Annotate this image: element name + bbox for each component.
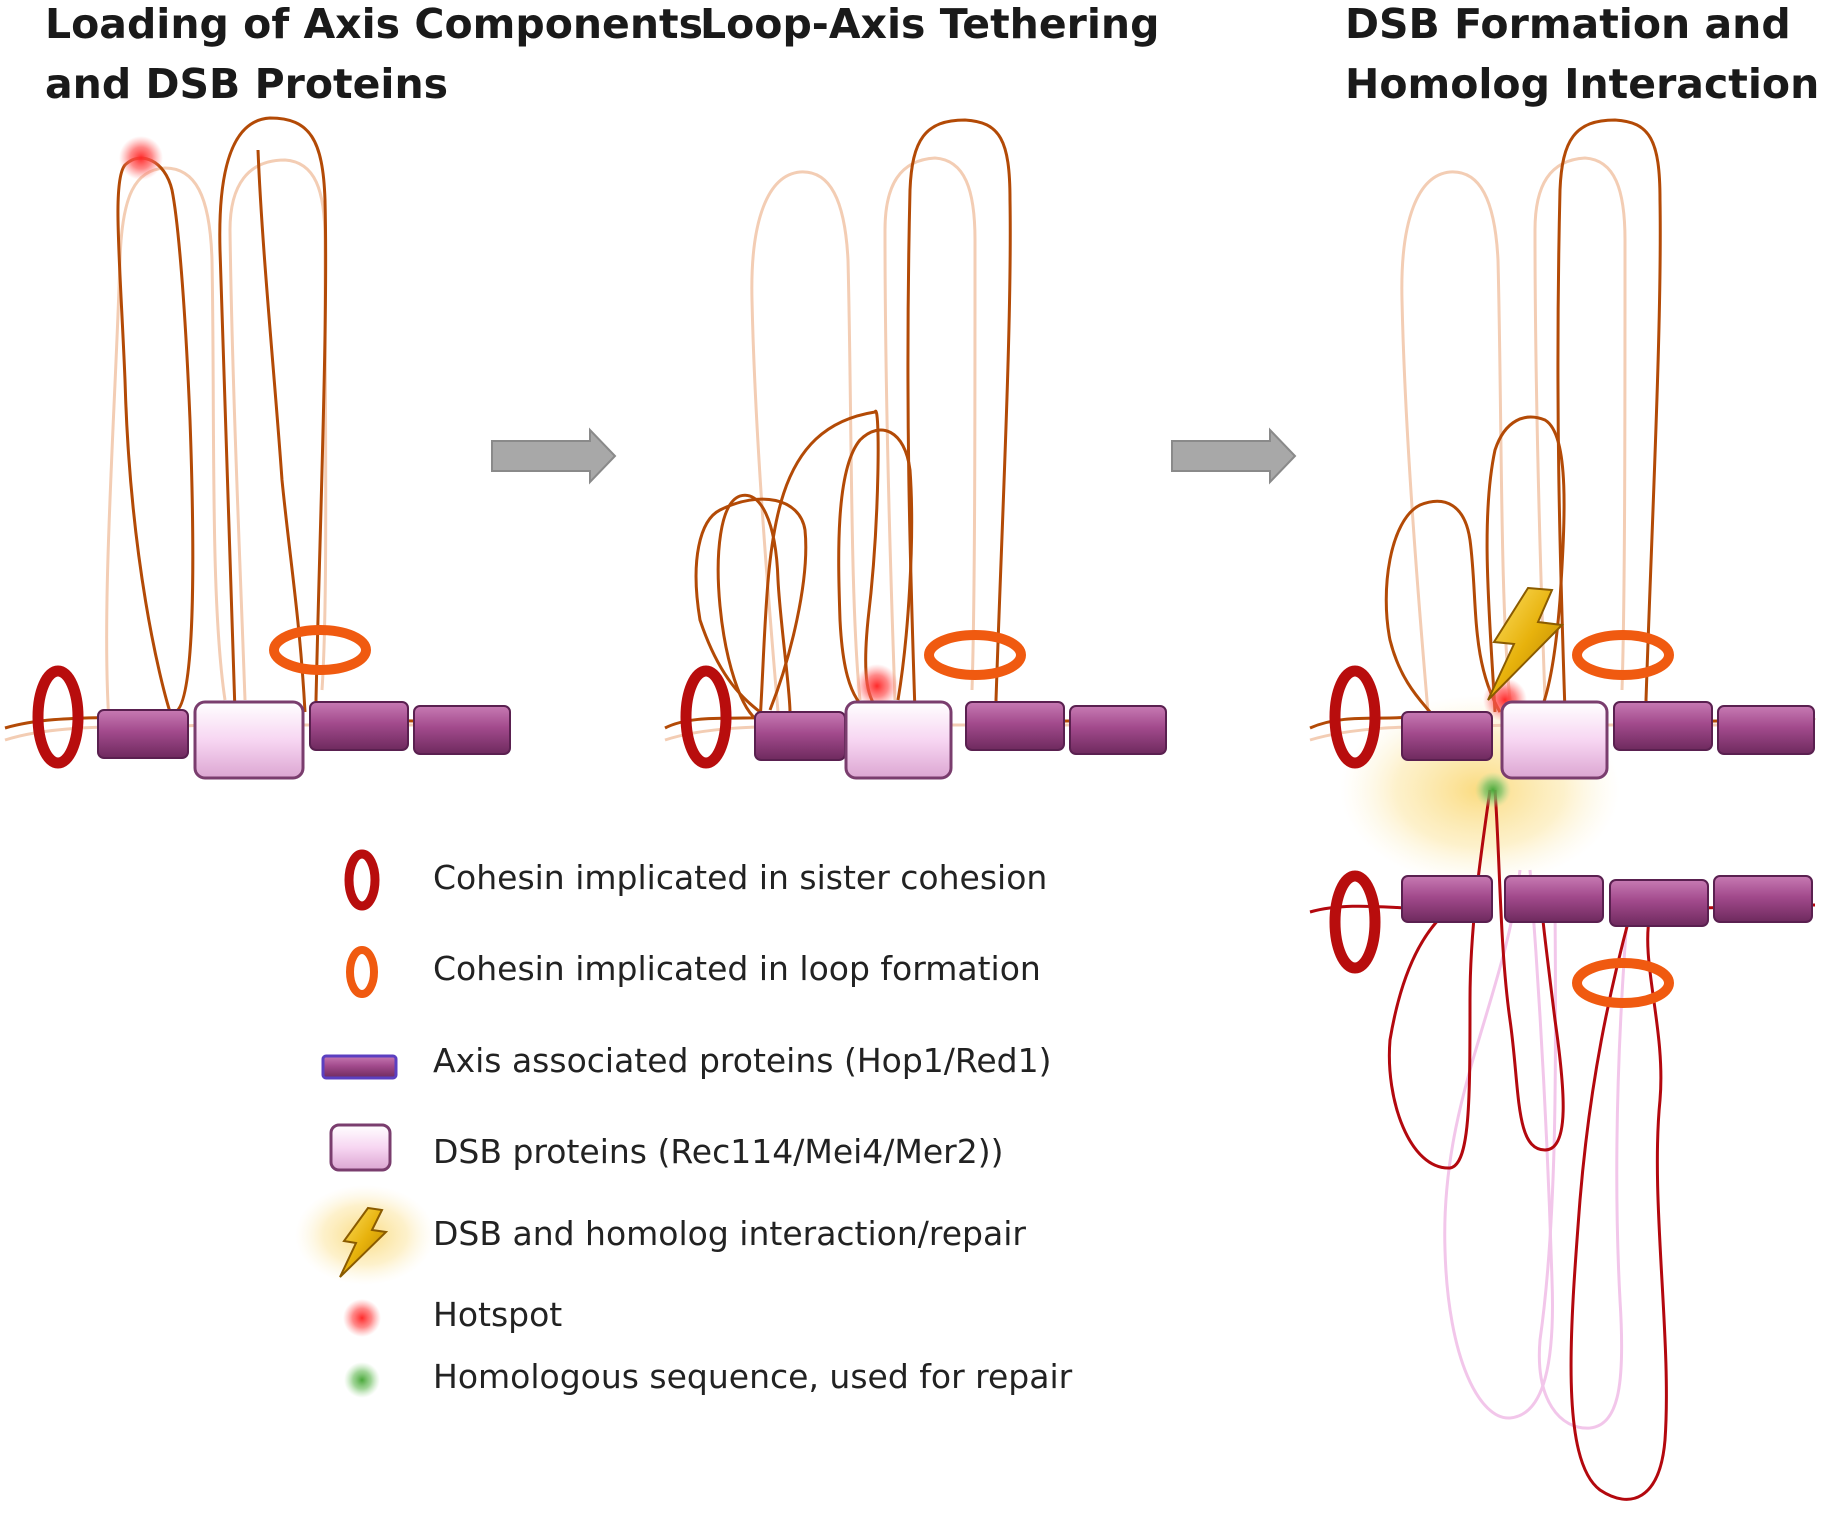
cohesin-ring-icon	[680, 665, 732, 769]
axis-protein-icon	[754, 711, 846, 761]
axis-protein-icon	[309, 701, 409, 751]
hotspot-dot-icon	[855, 664, 899, 708]
legend: Cohesin implicated in sister cohesion Co…	[295, 849, 1073, 1398]
axis-protein-icon	[1401, 711, 1493, 761]
legend-axis-proteins: Axis associated proteins (Hop1/Red1)	[433, 1041, 1051, 1080]
legend-dsb-proteins: DSB proteins (Rec114/Mei4/Mer2))	[433, 1132, 1004, 1171]
legend-cohesin-loop: Cohesin implicated in loop formation	[433, 949, 1041, 988]
panel3-title-line1: DSB Formation and	[1345, 0, 1791, 48]
axis-protein-icon	[97, 709, 189, 759]
dsb-protein-icon	[193, 700, 305, 780]
axis-protein-icon	[413, 705, 511, 755]
homolog-dot-icon	[1475, 772, 1511, 808]
process-arrow-icon	[1171, 427, 1297, 485]
axis-protein-icon	[1713, 875, 1813, 923]
panel3-title-line2: Homolog Interaction	[1345, 60, 1819, 108]
hotspot-dot-icon	[119, 136, 163, 180]
cohesin-ring-icon	[32, 665, 84, 769]
cohesin-ring-icon	[924, 630, 1026, 680]
panel-2-tethering	[664, 118, 1167, 780]
dsb-protein-icon	[1500, 700, 1609, 780]
axis-protein-icon	[1069, 705, 1167, 755]
lightning-bolt-icon	[339, 1206, 389, 1278]
cohesin-ring-icon	[1572, 630, 1674, 680]
cohesin-ring-icon	[1572, 958, 1674, 1008]
legend-cohesin-sister: Cohesin implicated in sister cohesion	[433, 858, 1047, 897]
process-arrow-icon	[491, 427, 617, 485]
panel-1-loading	[4, 116, 511, 780]
hotspot-dot-icon	[343, 1299, 381, 1337]
panel1-title-line1: Loading of Axis Components	[45, 0, 703, 48]
axis-protein-icon	[1401, 875, 1493, 923]
axis-protein-icon	[1717, 705, 1815, 755]
homolog-dot-icon	[344, 1362, 380, 1398]
cohesin-ring-icon	[346, 946, 378, 998]
lightning-bolt-icon	[1487, 586, 1565, 701]
axis-protein-icon	[321, 1054, 398, 1080]
legend-hotspot: Hotspot	[433, 1295, 562, 1334]
cohesin-ring-icon	[1329, 665, 1381, 769]
legend-homologous: Homologous sequence, used for repair	[433, 1357, 1073, 1396]
axis-protein-icon	[1504, 875, 1604, 923]
axis-protein-icon	[965, 701, 1065, 751]
dsb-protein-icon	[329, 1123, 392, 1172]
axis-protein-icon	[1609, 879, 1709, 927]
dsb-protein-icon	[844, 700, 953, 780]
legend-dsb-interaction: DSB and homolog interaction/repair	[433, 1214, 1026, 1253]
panel2-title: Loop-Axis Tethering	[700, 0, 1159, 48]
cohesin-ring-icon	[1329, 870, 1381, 974]
cohesin-ring-icon	[344, 849, 380, 911]
panel-3-dsb-homolog	[1309, 118, 1816, 1501]
cohesin-ring-icon	[269, 625, 371, 675]
panel1-title-line2: and DSB Proteins	[45, 60, 448, 108]
axis-protein-icon	[1613, 701, 1713, 751]
